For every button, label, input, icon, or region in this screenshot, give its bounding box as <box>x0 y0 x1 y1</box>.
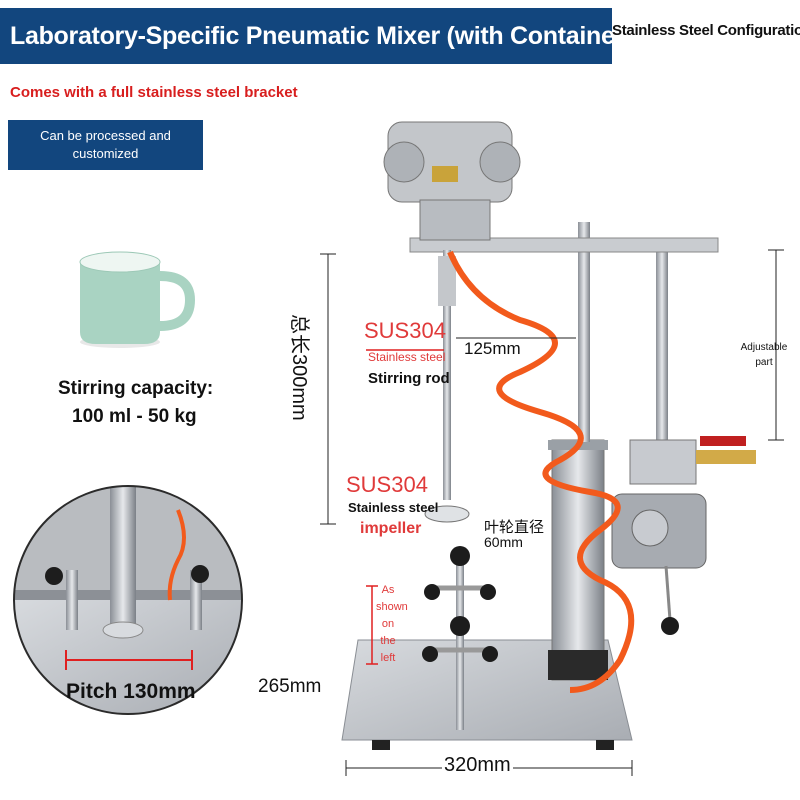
pitch-label: Pitch 130mm <box>66 680 196 703</box>
red-callout-lines <box>366 349 444 665</box>
as-shown-word: the <box>380 635 396 647</box>
adjustable-part-label: Adjustable part <box>740 342 788 368</box>
rod-material-label: SUS304 <box>364 318 446 343</box>
mug-icon <box>79 251 196 348</box>
width-label: 320mm <box>442 754 513 777</box>
customization-badge-text: Can be processed and customized <box>40 128 171 161</box>
total-length-text: 总长300mm <box>288 314 310 421</box>
impeller-desc1-label: Stainless steel <box>348 500 439 515</box>
capacity-label: Stirring capacity: <box>58 378 214 399</box>
rod-desc1-label: Stainless steel <box>368 350 446 364</box>
as-shown-word: on <box>381 618 395 630</box>
impeller-diameter-cn-label: 叶轮直径 <box>484 519 545 536</box>
impeller-diameter-label: 60mm <box>484 534 523 550</box>
as-shown-on-left-label: As shown on the left <box>376 582 408 667</box>
pneumatic-mixer-image <box>341 121 756 750</box>
as-shown-word: shown <box>376 601 408 613</box>
customization-badge: Can be processed and customized <box>8 120 203 170</box>
capacity-value: 100 ml - 50 kg <box>72 406 197 427</box>
rod-desc2-label: Stirring rod <box>368 370 450 387</box>
configuration-label: Stainless Steel Configuration <box>612 22 800 39</box>
bracket-subtitle: Comes with a full stainless steel bracke… <box>10 84 298 101</box>
as-shown-word: As <box>381 584 395 596</box>
arm-length-label: 125mm <box>464 339 521 358</box>
page-title: Laboratory-Specific Pneumatic Mixer (wit… <box>0 8 612 64</box>
as-shown-word: left <box>380 652 396 664</box>
impeller-material-label: SUS304 <box>346 472 428 497</box>
impeller-desc2-label: impeller <box>360 520 422 537</box>
depth-label: 265mm <box>258 676 322 697</box>
